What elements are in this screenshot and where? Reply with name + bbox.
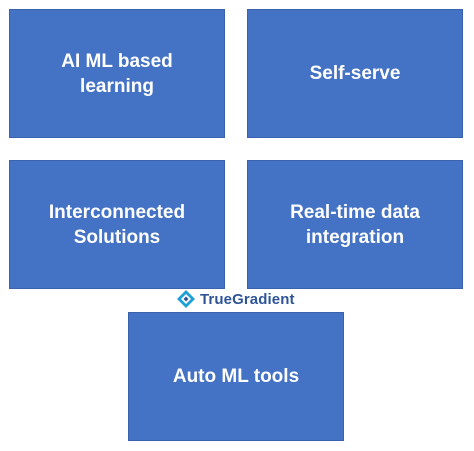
tile-interconnected-solutions: Interconnected Solutions — [9, 160, 225, 289]
logo-wordmark: TrueGradient — [200, 290, 295, 308]
truegradient-logo-icon — [177, 290, 195, 308]
tile-self-serve: Self-serve — [247, 9, 463, 138]
tile-ai-ml-based-learning: AI ML based learning — [9, 9, 225, 138]
tile-real-time-data-integration: Real-time data integration — [247, 160, 463, 289]
truegradient-logo: TrueGradient — [176, 288, 295, 310]
tile-auto-ml-tools: Auto ML tools — [128, 312, 344, 441]
